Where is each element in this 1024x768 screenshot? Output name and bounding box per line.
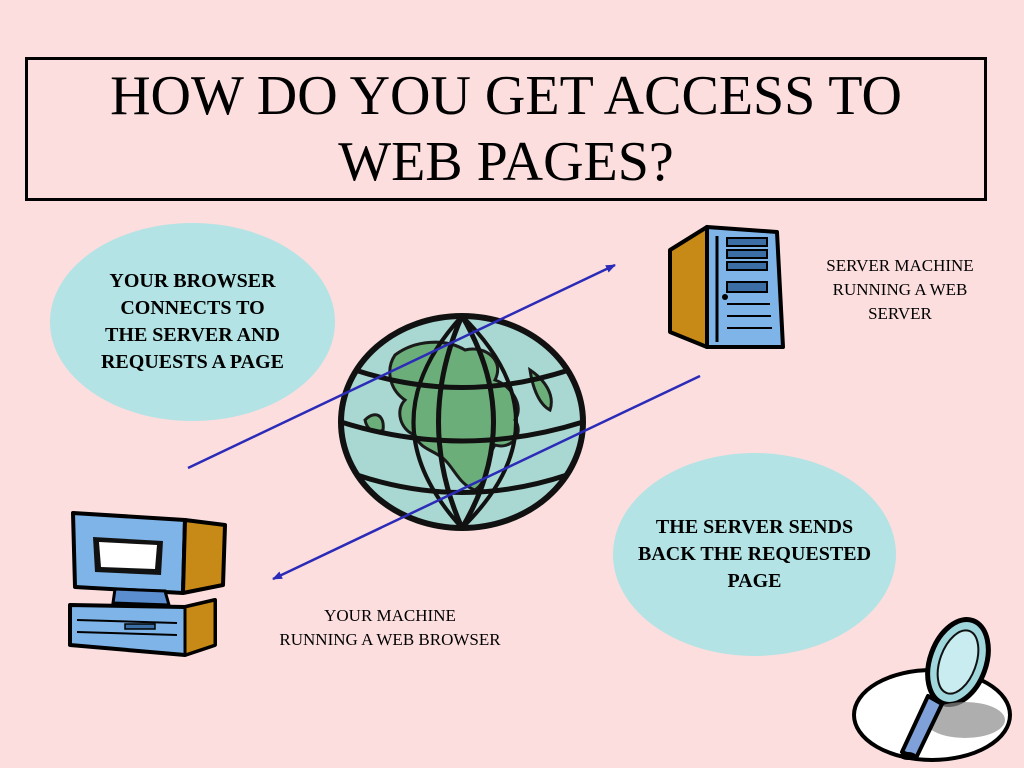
server-computer-icon <box>668 225 785 349</box>
browser-request-text: YOUR BROWSER CONNECTS TO THE SERVER AND … <box>100 270 285 373</box>
server-response-text: THE SERVER SENDS BACK THE REQUESTED PAGE <box>637 516 872 592</box>
client-caption: YOUR MACHINE RUNNING A WEB BROWSER <box>279 606 501 649</box>
title-box: HOW DO YOU GET ACCESS TO WEB PAGES? <box>25 57 987 201</box>
browser-request-bubble: YOUR BROWSER CONNECTS TO THE SERVER AND … <box>50 223 335 421</box>
response-arrow <box>272 374 701 581</box>
page-title: HOW DO YOU GET ACCESS TO WEB PAGES? <box>110 65 902 193</box>
server-caption: SERVER MACHINE RUNNING A WEB SERVER <box>826 256 974 323</box>
request-arrow <box>187 263 616 470</box>
desktop-computer-icon <box>68 511 227 657</box>
globe-icon <box>338 313 586 531</box>
magnifying-glass-icon <box>852 617 1012 762</box>
server-response-bubble: THE SERVER SENDS BACK THE REQUESTED PAGE <box>613 453 896 656</box>
